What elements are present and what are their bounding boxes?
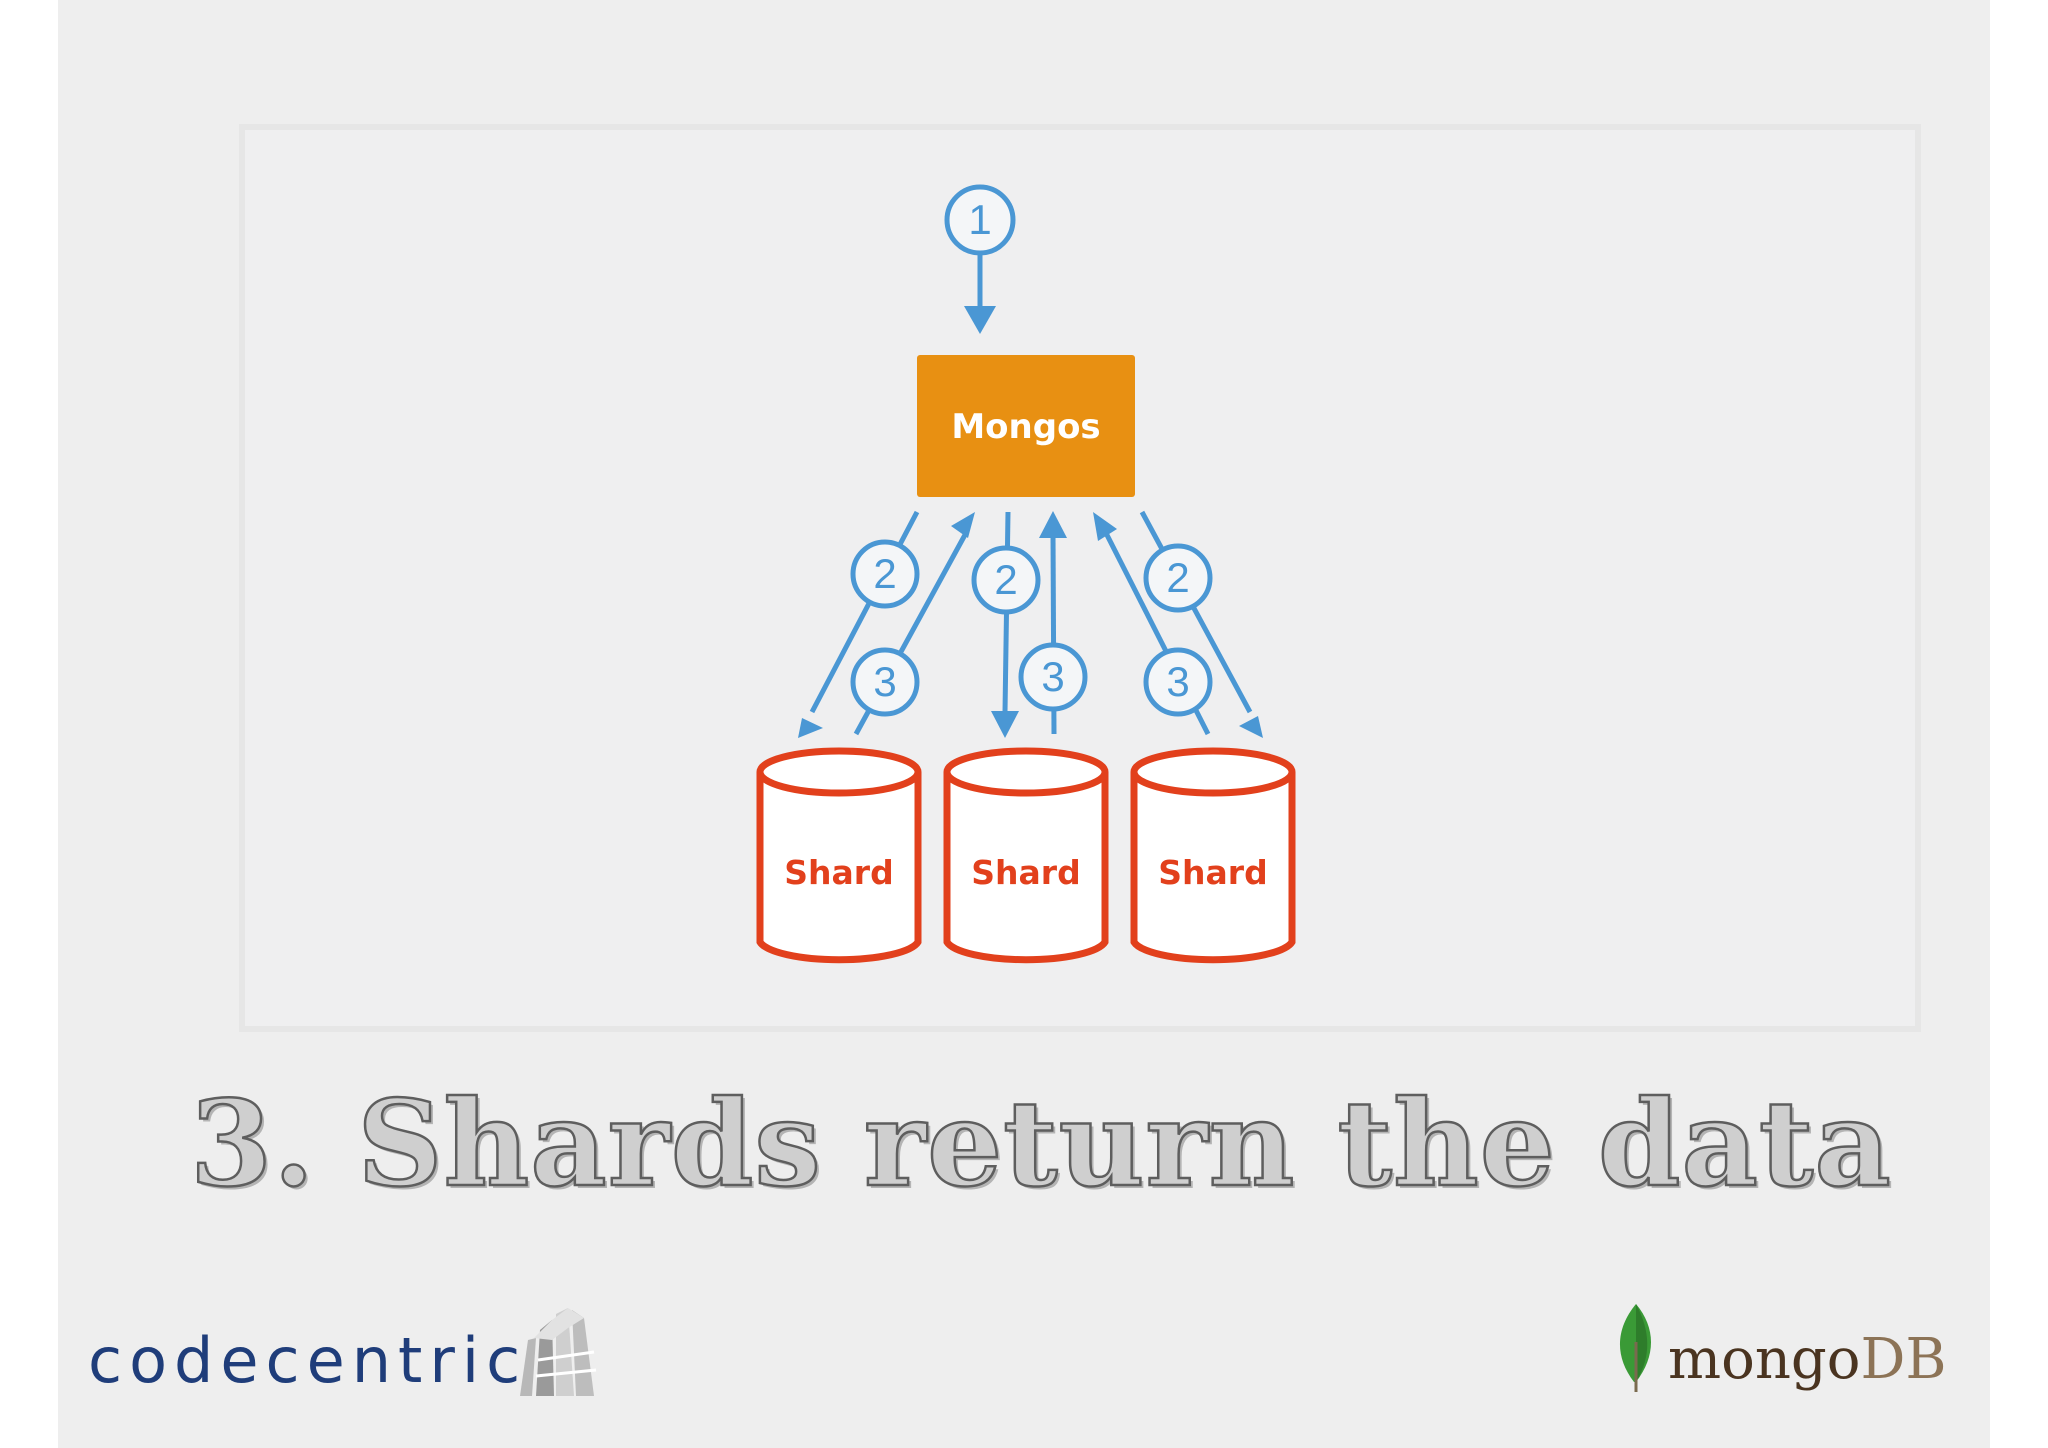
codecentric-logo: codecentric [88,1300,608,1420]
step-2-label-middle: 2 [994,556,1017,603]
step-3-badge-middle: 3 [1018,642,1088,712]
mongodb-logo: mongoDB [1610,1302,1950,1412]
step-2-label-left: 2 [873,550,896,597]
shard-2-label: Shard [971,853,1080,892]
codecentric-wordmark: codecentric [88,1324,528,1397]
shard-2: Shard [943,747,1109,964]
step-3-badge-right: 3 [1143,647,1213,717]
step-1-badge: 1 [944,184,1016,256]
codecentric-mark-icon [520,1308,597,1396]
slide: 1 Mongos 2 [58,0,1990,1448]
step-2-label-right: 2 [1166,554,1189,601]
step-2-badge-right: 2 [1143,543,1213,613]
step-2-badge-left: 2 [850,539,920,609]
mongodb-wordmark-db: DB [1860,1327,1947,1392]
shard-1: Shard [756,747,922,964]
mongos-router: Mongos [917,355,1135,497]
step-1-label: 1 [968,196,991,243]
step-3-label-middle: 3 [1041,653,1064,700]
mongodb-leaf-icon [1619,1304,1651,1392]
mongos-label: Mongos [951,407,1100,447]
shard-1-label: Shard [784,853,893,892]
step-3-badge-left: 3 [850,647,920,717]
slide-headline: 3. Shards return the data [189,1074,1892,1213]
shard-arrowheads [798,511,1263,738]
sharding-diagram: 1 Mongos 2 [756,184,1296,964]
step-3-label-left: 3 [873,658,896,705]
mongodb-wordmark-mongo: mongo [1668,1327,1861,1392]
step-3-label-right: 3 [1166,658,1189,705]
shard-3-label: Shard [1158,853,1267,892]
shard-3: Shard [1130,747,1296,964]
request-arrow [964,254,996,334]
step-2-badge-middle: 2 [971,545,1041,615]
mongodb-wordmark: mongoDB [1668,1332,1947,1388]
